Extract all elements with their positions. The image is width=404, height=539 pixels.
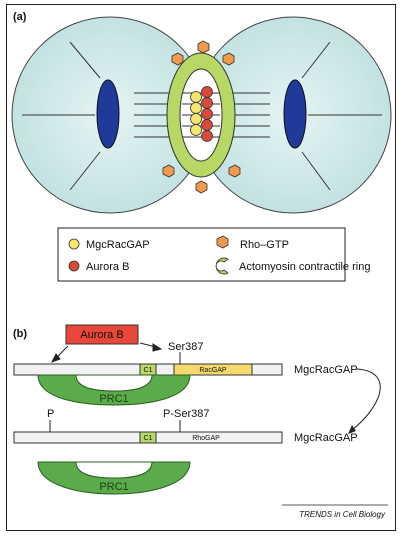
aurora-b-dot [201,108,213,120]
aurora-b-box [65,324,139,345]
legend-rho-gtp: Rho–GTP [240,239,289,251]
rho-gtp-octagon [171,52,184,66]
rho-gtp-octagon [222,52,235,66]
dividing-cell [11,16,392,214]
rho-gtp-octagon [228,164,241,178]
racgap-label: RacGAP [199,367,227,374]
legend-mgcracgap: MgcRacGAP [86,239,150,251]
aurora-b-dot [201,86,213,98]
mgcracgap-dot [190,124,202,136]
rho-gtp-octagon [197,40,210,54]
transition-arrowhead [348,425,356,434]
c1-label-bottom: C1 [144,435,153,442]
actomyosin-legend-swatch [215,257,229,275]
aurora-b-dot [201,119,213,131]
mgcracgap-dot [190,102,202,114]
prc1-bottom [37,461,191,495]
c1-label-top: C1 [144,367,153,374]
transition-arrow [351,368,381,431]
racgap-domain [173,363,253,376]
prc1-top [37,374,191,406]
panel-b-label: (b) [13,328,27,340]
panel-a-label: (a) [13,11,27,23]
aurora-b-arrows [50,342,163,363]
mgcracgap-label-top: MgcRacGAP [294,364,358,376]
legend: MgcRacGAP Rho–GTP Aurora B Actomyosin co… [57,227,370,282]
aurora-b-label: Aurora B [80,329,123,341]
rho-gtp-markers [162,40,241,194]
p-label: P [47,408,54,420]
p-ser387-label: P-Ser387 [163,408,209,420]
aurora-b-dot [201,97,213,109]
mgcracgap-dot [190,91,202,103]
mgcracgap-bar-top: C1 RacGAP [13,363,283,376]
midbody-complex [190,86,213,142]
credit-text: TRENDS in Cell Biology [299,510,386,519]
left-nucleus [96,79,120,149]
aurora-b-legend-swatch [68,260,80,272]
midzone-lines [182,92,220,138]
prc1-label-top: PRC1 [99,393,128,405]
ser387-label: Ser387 [168,341,203,353]
legend-aurora-b: Aurora B [86,261,129,273]
mgcracgap-bar-bottom: C1 RhoGAP [13,431,283,444]
rhogap-label: RhoGAP [192,435,220,442]
prc1-label-bottom: PRC1 [99,481,128,493]
mgcracgap-dot [190,113,202,125]
mgcracgap-label-bottom: MgcRacGAP [294,432,358,444]
mgcracgap-legend-swatch [68,238,80,250]
rho-gtp-legend-swatch [216,235,229,249]
right-nucleus [283,79,307,149]
rho-gtp-octagon [162,164,175,178]
legend-box [57,227,346,282]
rho-gtp-octagon [195,180,208,194]
aurora-b-dot [201,130,213,142]
c1-domain [139,431,157,444]
legend-actomyosin: Actomyosin contractile ring [239,261,370,273]
